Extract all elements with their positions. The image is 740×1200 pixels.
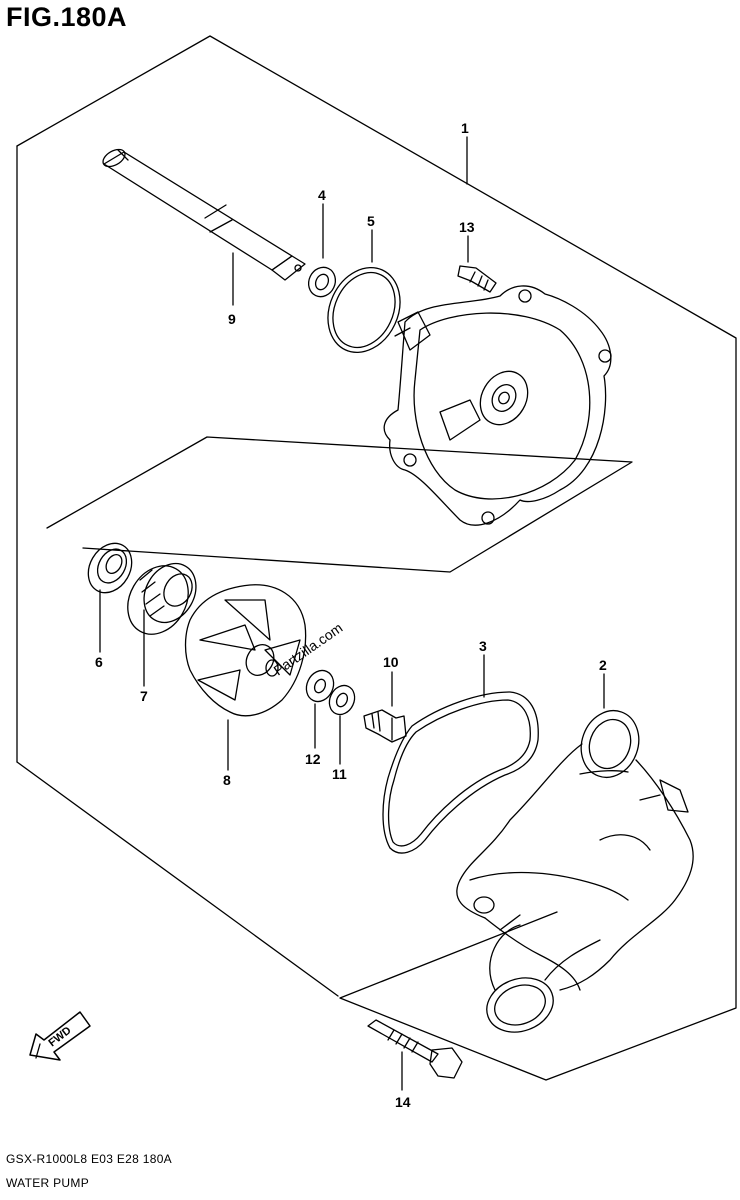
impeller-8 <box>184 584 307 717</box>
mechanical-seal-7 <box>127 562 197 635</box>
callout-6: 6 <box>95 654 103 670</box>
watermark-text: Partzilla.com <box>271 619 346 678</box>
callout-1: 1 <box>461 120 469 136</box>
washer-4 <box>307 266 337 298</box>
o-ring-5 <box>327 266 401 354</box>
callout-13: 13 <box>459 219 475 235</box>
callout-7: 7 <box>140 688 148 704</box>
pump-shaft <box>102 148 306 281</box>
callout-11: 11 <box>332 766 347 782</box>
assembly-boundary <box>16 35 737 1081</box>
gasket-3 <box>382 691 539 854</box>
callout-14: 14 <box>395 1094 411 1110</box>
callout-12: 12 <box>305 751 321 767</box>
washer-12 <box>305 669 335 703</box>
subassembly-boundary <box>46 436 633 573</box>
figure-name: WATER PUMP <box>6 1176 89 1190</box>
figure-title: FIG.180A <box>6 2 128 32</box>
callout-5: 5 <box>367 213 375 229</box>
bolt-10 <box>363 709 407 743</box>
callout-9: 9 <box>228 311 236 327</box>
pump-cover-1 <box>383 285 612 526</box>
callout-8: 8 <box>223 772 231 788</box>
callout-2: 2 <box>599 657 607 673</box>
pump-housing-2 <box>456 709 694 1033</box>
fwd-arrow-icon <box>29 1011 91 1061</box>
bolt-14 <box>367 1019 463 1079</box>
oil-seal-6 <box>87 542 133 594</box>
callout-10: 10 <box>383 654 399 670</box>
callout-3: 3 <box>479 638 487 654</box>
washer-11 <box>328 684 356 716</box>
callout-4: 4 <box>318 187 326 203</box>
fwd-label: FWD <box>46 1024 73 1049</box>
figure-code: GSX-R1000L8 E03 E28 180A <box>6 1152 172 1166</box>
bolt-13 <box>457 265 497 293</box>
